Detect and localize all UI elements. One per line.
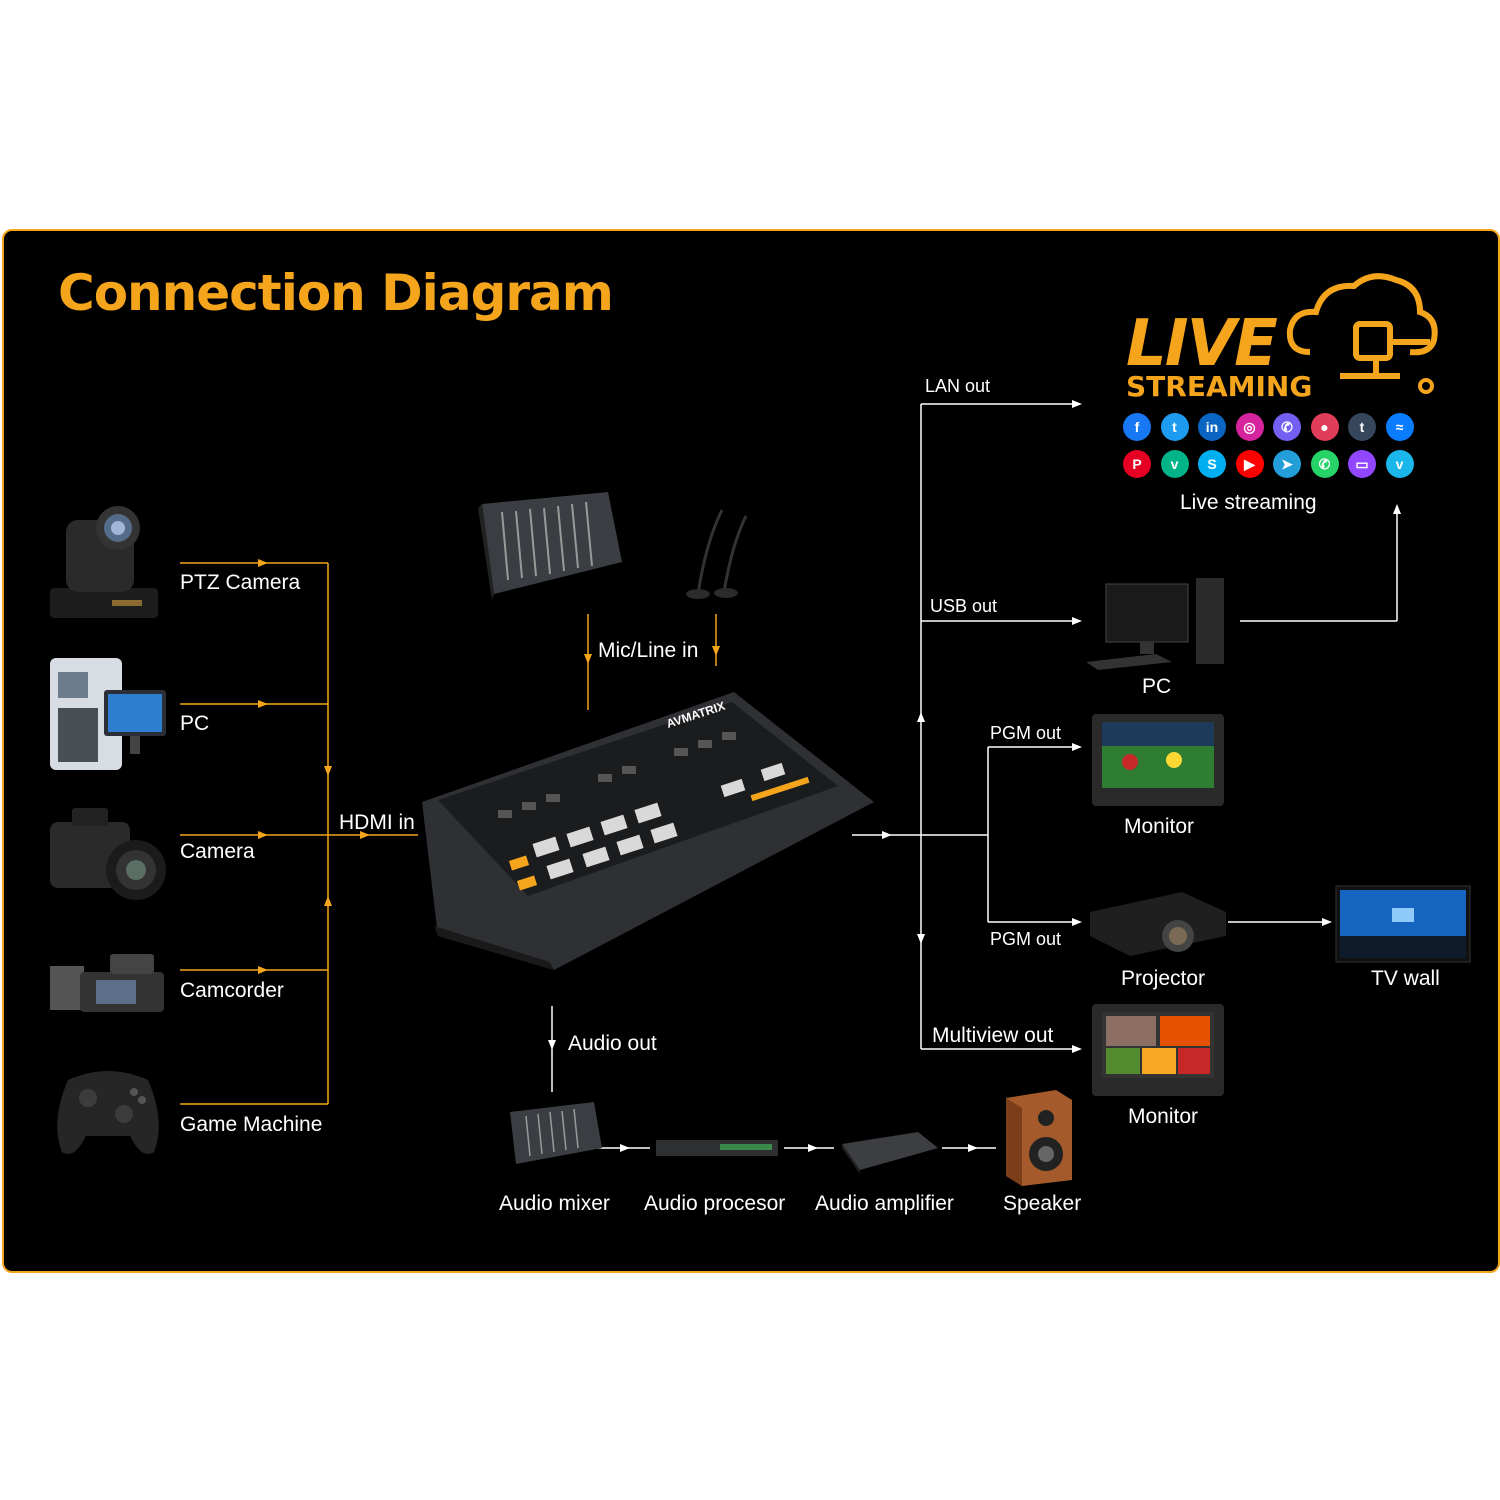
- label-hdmi-in: HDMI in: [339, 811, 415, 834]
- projector-image: [1090, 892, 1226, 956]
- label-lan-out: LAN out: [925, 376, 991, 396]
- microphones-image: [686, 509, 748, 599]
- label-audio-amplifier: Audio amplifier: [815, 1192, 954, 1215]
- pc-tower-image: [50, 658, 166, 770]
- speaker-image: [1006, 1090, 1072, 1186]
- vine-icon: v: [1160, 450, 1189, 478]
- streaming-logo-word: STREAMING: [1126, 370, 1313, 403]
- label-audio-out: Audio out: [568, 1032, 657, 1055]
- audio-processor-image: [656, 1140, 778, 1156]
- video-switcher-image: AVMATRIX: [422, 692, 874, 970]
- label-pc-input: PC: [180, 712, 210, 735]
- vimeo-icon: v: [1385, 450, 1414, 478]
- label-projector: Projector: [1121, 967, 1206, 990]
- label-camcorder: Camcorder: [180, 979, 284, 1002]
- game-controller-image: [57, 1071, 159, 1154]
- audio-amplifier-image: [842, 1132, 938, 1174]
- facebook-icon: f: [1123, 413, 1151, 441]
- label-tv-wall: TV wall: [1371, 967, 1440, 990]
- audio-mixer-image: [478, 492, 622, 600]
- label-pgm-out-1: PGM out: [990, 723, 1062, 743]
- label-live-streaming: Live streaming: [1180, 491, 1317, 514]
- monitor-2-image: [1092, 1004, 1224, 1096]
- label-monitor-1: Monitor: [1124, 815, 1195, 838]
- label-monitor-2: Monitor: [1128, 1105, 1199, 1128]
- tv-wall-image: [1335, 885, 1471, 963]
- skype-icon: S: [1198, 450, 1226, 478]
- live-logo-word: LIVE: [1126, 307, 1278, 381]
- instagram-icon: ◎: [1235, 413, 1264, 441]
- label-multiview-out: Multiview out: [932, 1024, 1054, 1047]
- diagram-title: Connection Diagram: [58, 264, 614, 322]
- tumblr-icon: t: [1348, 413, 1376, 441]
- label-mic-line-in: Mic/Line in: [598, 639, 699, 662]
- label-audio-mixer: Audio mixer: [499, 1192, 610, 1215]
- viber-icon: ✆: [1273, 413, 1301, 441]
- cloud-icon: [1286, 273, 1438, 394]
- ptz-camera-image: [50, 506, 158, 618]
- messenger-icon: ≈: [1385, 413, 1414, 441]
- label-pgm-out-2: PGM out: [990, 929, 1062, 949]
- linkedin-icon: in: [1198, 413, 1226, 441]
- pinterest-icon: P: [1123, 450, 1151, 478]
- camcorder-image: [50, 954, 164, 1012]
- label-game-machine: Game Machine: [180, 1113, 323, 1136]
- youtube-icon: ▶: [1235, 450, 1264, 478]
- audio-mixer-small-image: [510, 1102, 602, 1164]
- monitor-1-image: [1092, 714, 1224, 806]
- twitter-icon: t: [1160, 413, 1189, 441]
- whatsapp-icon: ✆: [1310, 450, 1339, 478]
- label-ptz-camera: PTZ Camera: [180, 571, 301, 594]
- label-pc-output: PC: [1142, 675, 1172, 698]
- telegram-icon: ➤: [1273, 450, 1301, 478]
- label-speaker: Speaker: [1003, 1192, 1082, 1215]
- label-usb-out: USB out: [930, 596, 998, 616]
- camera-image: [50, 808, 166, 900]
- label-audio-processor: Audio procesor: [644, 1192, 786, 1215]
- twitch-icon: ▭: [1348, 450, 1376, 478]
- pc-output-image: [1086, 578, 1224, 670]
- label-camera: Camera: [180, 840, 255, 863]
- periscope-icon: ●: [1310, 413, 1339, 441]
